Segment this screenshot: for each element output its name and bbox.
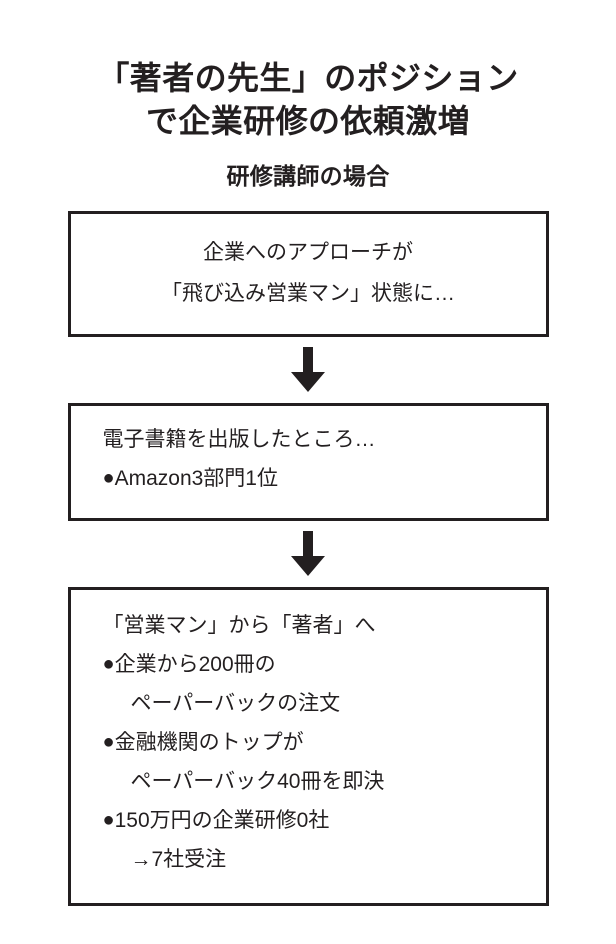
flow-box-line-text: ペーパーバックの注文 [130, 692, 341, 715]
arrow-down-icon [291, 347, 325, 392]
flow-diagram: 企業へのアプローチが 「飛び込み営業マン」状態に… 電子書籍を出版したところ… … [0, 211, 616, 906]
flow-box-approach: 企業へのアプローチが 「飛び込み営業マン」状態に… [67, 211, 549, 337]
flow-box-line-text: →7社受注 [130, 848, 227, 871]
flow-box-line: 電子書籍を出版したところ… [103, 420, 526, 459]
flow-box-line: ●Amazon3部門1位 [103, 459, 526, 498]
bullet-icon: ● [102, 731, 115, 753]
flow-box-author: 「営業マン」から「著者」へ ●企業から200冊の ペーパーバックの注文 ●金融機… [67, 587, 549, 906]
flow-box-line-text: Amazon3部門1位 [114, 467, 278, 490]
arrow-down-icon [291, 531, 325, 576]
bullet-icon: ● [102, 809, 115, 831]
flow-connector-1 [0, 337, 616, 403]
bullet-icon: ● [102, 467, 115, 489]
flow-box-line: ペーパーバック40冊を即決 [103, 762, 526, 801]
flow-box-line: ●金融機関のトップが [103, 723, 526, 762]
flow-box-line: →7社受注 [103, 840, 526, 879]
page-title-line-2: で企業研修の依頼激増 [145, 103, 470, 139]
bullet-icon: ● [102, 653, 115, 675]
flow-box-line-text: 電子書籍を出版したところ… [102, 428, 376, 451]
flow-box-line-text: 「営業マン」から「著者」へ [102, 614, 376, 637]
page-subtitle: 研修講師の場合 [226, 163, 390, 189]
title-block: 「著者の先生」のポジション で企業研修の依頼激増 研修講師の場合 [0, 0, 616, 191]
flow-box-line: 企業へのアプローチが [203, 241, 413, 264]
flow-box-line: ●企業から200冊の [103, 645, 526, 684]
flow-box-line: 「営業マン」から「著者」へ [103, 606, 526, 645]
flow-box-line: 「飛び込み営業マン」状態に… [161, 282, 455, 305]
flow-connector-2 [0, 521, 616, 587]
flow-box-line: ペーパーバックの注文 [103, 684, 526, 723]
flow-box-line-text: 金融機関のトップが [114, 731, 304, 754]
flow-box-line-text: ペーパーバック40冊を即決 [130, 770, 385, 793]
page-title-line-1: 「著者の先生」のポジション [97, 60, 519, 96]
flow-box-line: ●150万円の企業研修0社 [103, 801, 526, 840]
flow-box-line-text: 企業から200冊の [114, 653, 276, 676]
flow-box-line-text: 150万円の企業研修0社 [114, 809, 330, 832]
flow-box-ebook: 電子書籍を出版したところ… ●Amazon3部門1位 [67, 403, 549, 521]
